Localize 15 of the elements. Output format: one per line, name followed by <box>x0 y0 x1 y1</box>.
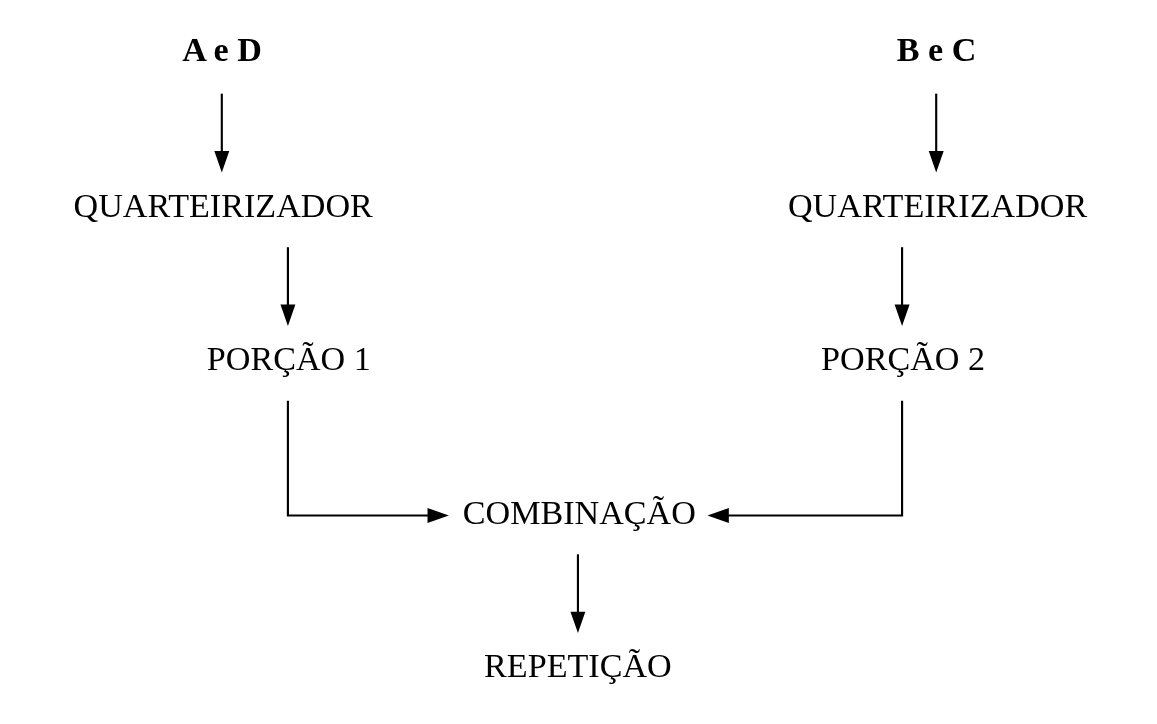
arrow <box>928 93 944 173</box>
node-text: REPETIÇÃO <box>483 647 672 685</box>
arrow <box>707 400 903 523</box>
arrow <box>279 247 295 326</box>
arrow <box>569 554 585 634</box>
arrow <box>213 93 229 173</box>
arrow <box>286 400 449 523</box>
node-text: QUARTEIRIZADOR <box>787 186 1087 224</box>
arrow <box>894 247 910 326</box>
node-text: PORÇÃO 2 <box>820 340 985 378</box>
node-text: B e C <box>896 30 976 68</box>
node-text: QUARTEIRIZADOR <box>73 186 373 224</box>
node-text: PORÇÃO 1 <box>206 340 371 378</box>
node-text: A e D <box>181 30 262 68</box>
node-text: COMBINAÇÃO <box>462 493 696 531</box>
